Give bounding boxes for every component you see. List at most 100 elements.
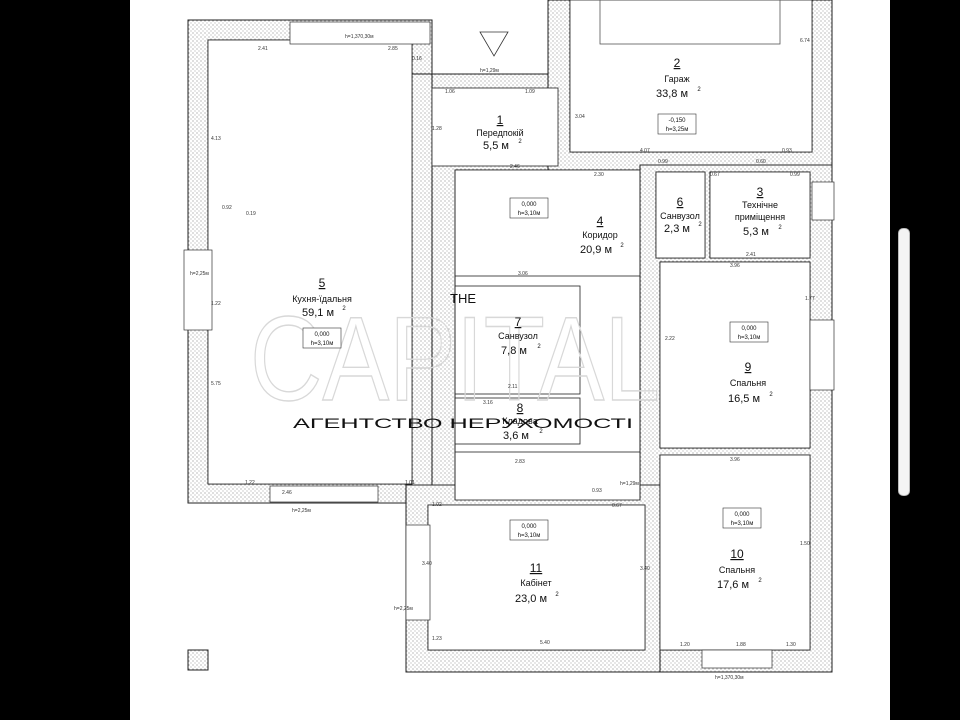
svg-text:h=2,25м: h=2,25м <box>190 271 209 277</box>
svg-text:Кабінет: Кабінет <box>520 578 551 588</box>
svg-text:0,000: 0,000 <box>741 326 757 332</box>
svg-text:h=1,29м: h=1,29м <box>620 481 639 487</box>
svg-text:4.07: 4.07 <box>640 148 650 154</box>
svg-text:0.92: 0.92 <box>222 205 232 211</box>
svg-text:0.16: 0.16 <box>412 56 422 62</box>
svg-text:2: 2 <box>697 87 701 93</box>
window-study-west <box>405 524 431 621</box>
svg-text:0,000: 0,000 <box>521 202 537 208</box>
svg-text:3,6 м: 3,6 м <box>503 430 529 442</box>
room-storage <box>454 397 581 445</box>
svg-text:0.93: 0.93 <box>592 488 602 494</box>
room-tech <box>709 171 811 259</box>
svg-text:33,8 м: 33,8 м <box>656 88 688 100</box>
svg-text:2: 2 <box>778 225 782 231</box>
svg-text:59,1 м: 59,1 м <box>302 307 334 319</box>
svg-text:Передпокій: Передпокій <box>476 128 523 138</box>
scrollbar[interactable] <box>898 228 910 496</box>
garage-door <box>599 0 781 45</box>
svg-text:2.22: 2.22 <box>665 336 675 342</box>
svg-text:11: 11 <box>530 561 543 575</box>
svg-text:1.77: 1.77 <box>805 296 815 302</box>
svg-text:0,000: 0,000 <box>521 524 537 530</box>
svg-text:h=2,25м: h=2,25м <box>394 606 413 612</box>
svg-text:h=3,10м: h=3,10м <box>731 521 754 527</box>
svg-text:1.28: 1.28 <box>432 126 442 132</box>
svg-text:h=2,25м: h=2,25м <box>292 508 311 514</box>
window-tech <box>811 181 835 221</box>
svg-text:2.11: 2.11 <box>508 384 518 390</box>
watermark-top: THE <box>450 291 476 306</box>
svg-text:23,0 м: 23,0 м <box>515 593 547 605</box>
window-kitchen-north <box>289 21 431 45</box>
svg-text:3: 3 <box>757 185 764 199</box>
svg-text:5,3 м: 5,3 м <box>743 226 769 238</box>
svg-text:0.67: 0.67 <box>710 172 720 178</box>
svg-text:0.99: 0.99 <box>790 172 800 178</box>
svg-text:приміщення: приміщення <box>735 212 785 222</box>
svg-text:5.40: 5.40 <box>540 640 550 646</box>
svg-text:1.23: 1.23 <box>432 636 442 642</box>
svg-text:7: 7 <box>515 315 522 329</box>
svg-text:0.60: 0.60 <box>756 159 766 165</box>
svg-text:h=1,29м: h=1,29м <box>480 68 499 74</box>
svg-text:h=3,10м: h=3,10м <box>518 211 541 217</box>
window-kitchen-west <box>183 249 213 331</box>
svg-text:9: 9 <box>745 360 752 374</box>
svg-text:17,6 м: 17,6 м <box>717 579 749 591</box>
room-corridor <box>454 169 641 277</box>
svg-text:Кухня-їдальня: Кухня-їдальня <box>292 294 352 304</box>
svg-text:4.13: 4.13 <box>211 136 221 142</box>
svg-text:6: 6 <box>677 195 684 209</box>
svg-text:2: 2 <box>342 306 346 312</box>
svg-text:2.30: 2.30 <box>594 172 604 178</box>
svg-text:2.83: 2.83 <box>515 459 525 465</box>
svg-text:1: 1 <box>497 113 504 127</box>
svg-text:3.06: 3.06 <box>518 271 528 277</box>
svg-text:h=1,370,30м: h=1,370,30м <box>345 34 374 40</box>
svg-text:0,000: 0,000 <box>314 332 330 338</box>
svg-text:0.93: 0.93 <box>782 148 792 154</box>
svg-text:2.46: 2.46 <box>510 164 520 170</box>
column-marker <box>187 649 209 671</box>
svg-text:Гараж: Гараж <box>664 74 689 84</box>
svg-text:Кладова: Кладова <box>502 416 537 426</box>
svg-text:6.74: 6.74 <box>800 38 810 44</box>
svg-text:2.41: 2.41 <box>746 252 756 258</box>
svg-text:3.96: 3.96 <box>730 263 740 269</box>
room-bedroom-9 <box>659 261 811 449</box>
svg-text:2: 2 <box>620 243 624 249</box>
entrance-marker <box>479 31 509 57</box>
svg-text:1.30: 1.30 <box>786 642 796 648</box>
svg-text:2: 2 <box>698 222 702 228</box>
svg-text:2.41: 2.41 <box>258 46 268 52</box>
window-kitchen-south <box>269 485 379 503</box>
svg-text:2: 2 <box>674 56 681 70</box>
svg-text:2: 2 <box>537 344 541 350</box>
svg-text:5,5 м: 5,5 м <box>483 140 509 152</box>
room-bath-6 <box>655 171 706 259</box>
svg-text:2.46: 2.46 <box>282 490 292 496</box>
dimension-labels: 2.41 2.85 h=1,370,30м 0.16 4.13 0.92 0.1… <box>190 34 815 681</box>
svg-text:3.40: 3.40 <box>640 566 650 572</box>
room-hall <box>431 87 559 167</box>
svg-text:2: 2 <box>555 592 559 598</box>
window-bedroom-9 <box>809 319 835 391</box>
svg-text:1.02: 1.02 <box>432 502 442 508</box>
svg-text:3.16: 3.16 <box>483 400 493 406</box>
watermark-word: CAPITAL <box>250 292 660 426</box>
svg-text:h=3,25м: h=3,25м <box>666 127 689 133</box>
svg-text:2: 2 <box>758 578 762 584</box>
svg-text:20,9 м: 20,9 м <box>580 244 612 256</box>
svg-text:2: 2 <box>769 392 773 398</box>
svg-text:1.09: 1.09 <box>525 89 535 95</box>
svg-text:1.20: 1.20 <box>680 642 690 648</box>
room-corridor-b <box>454 451 641 501</box>
